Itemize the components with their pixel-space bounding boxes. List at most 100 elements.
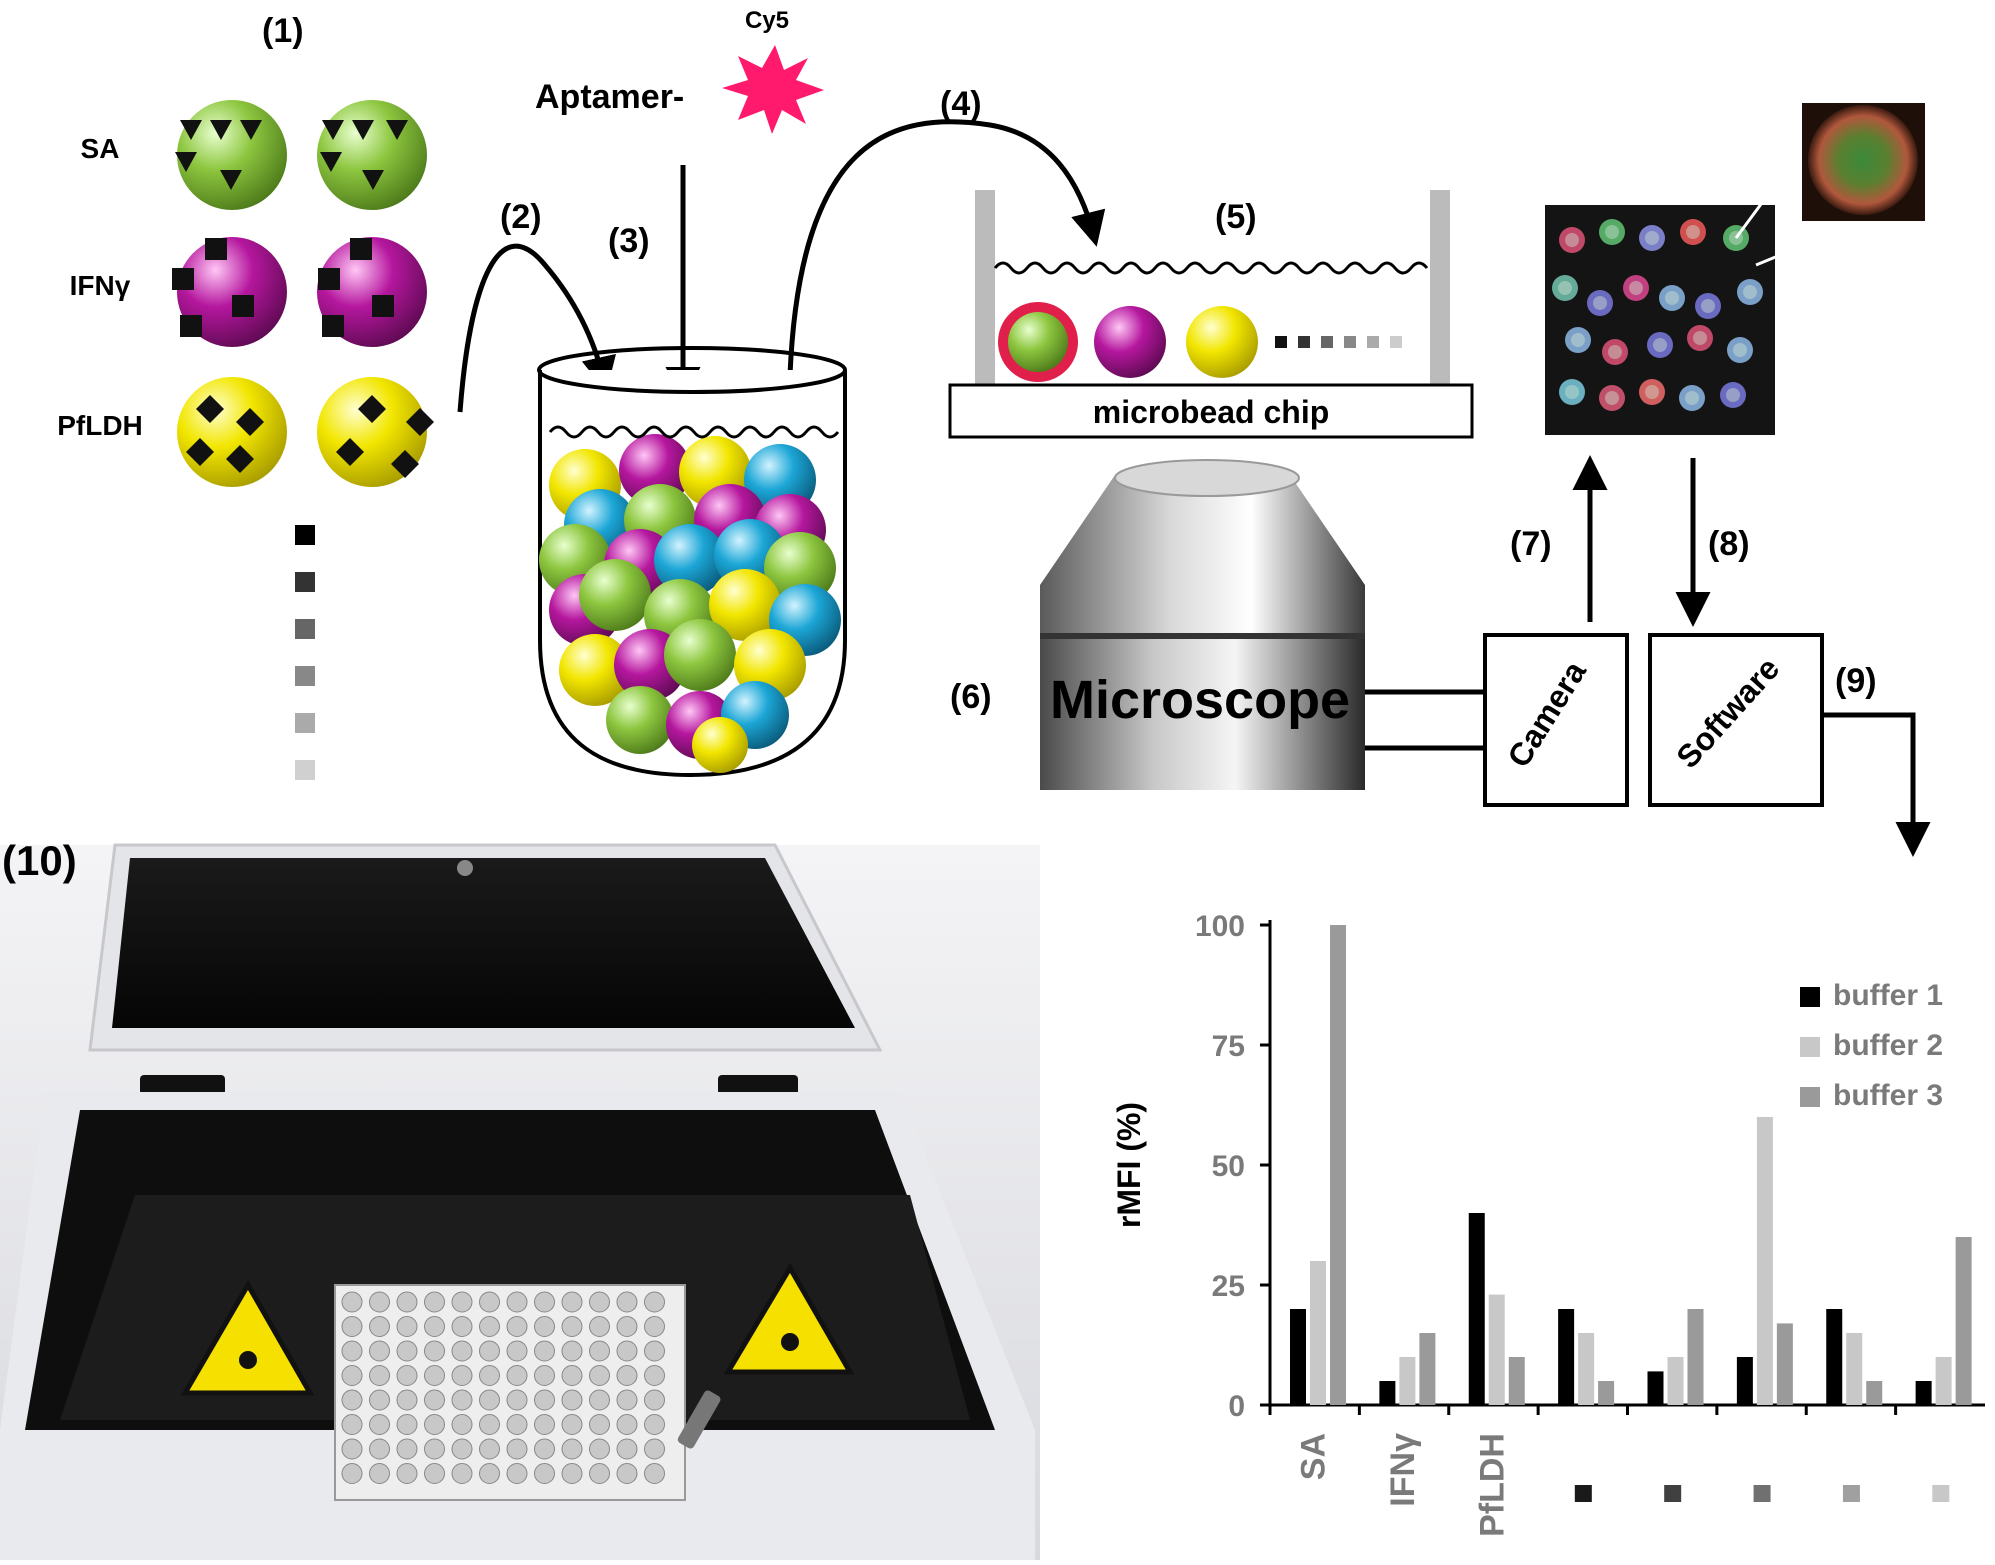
microplate-well (562, 1317, 582, 1337)
microplate-well (342, 1366, 362, 1386)
microplate-well (507, 1317, 527, 1337)
microplate-well (617, 1317, 637, 1337)
microplate-well (590, 1390, 610, 1410)
bead-label-pfldh: PfLDH (57, 410, 143, 441)
microplate-well (370, 1366, 390, 1386)
x-tick-swatch (1843, 1485, 1860, 1502)
microplate-well (370, 1341, 390, 1361)
zoomed-bead-inset (1808, 105, 1918, 215)
microplate-well (535, 1292, 555, 1312)
microplate-well (507, 1415, 527, 1435)
sa-bead-2 (317, 100, 427, 210)
microplate-well (397, 1464, 417, 1484)
microplate-well (452, 1439, 472, 1459)
microplate-well (397, 1366, 417, 1386)
microplate-well (562, 1292, 582, 1312)
step-7-label: (7) (1510, 525, 1552, 563)
microplate-well (397, 1292, 417, 1312)
chart-y-axis-label: rMFI (%) (1111, 1102, 1147, 1228)
microplate-well (342, 1415, 362, 1435)
microplate-well (507, 1366, 527, 1386)
microplate-well (617, 1464, 637, 1484)
chart-y-ticks: 0255075100 (1195, 910, 1270, 1423)
step-9-label: (9) (1835, 662, 1877, 700)
microplate-well (452, 1390, 472, 1410)
microplate-well (645, 1415, 665, 1435)
rmfi-bar-chart: rMFI (%) 0255075100 SAIFNγPfLDH buffer 1… (1111, 910, 1985, 1537)
microplate-well (370, 1317, 390, 1337)
bar-buffer-3-4 (1688, 1309, 1704, 1405)
pfldh-bead-1 (177, 377, 287, 487)
microplate-well (342, 1317, 362, 1337)
microplate-well (645, 1341, 665, 1361)
bead-label-ifng: IFNγ (70, 270, 131, 301)
microplate-well (590, 1341, 610, 1361)
legend-label: buffer 3 (1833, 1079, 1943, 1112)
step-2-label: (2) (500, 198, 542, 236)
legend-swatch (1800, 987, 1820, 1007)
y-tick-label: 25 (1212, 1270, 1245, 1303)
bead-label-sa: SA (81, 133, 120, 164)
microplate-well (507, 1464, 527, 1484)
microplate-well (617, 1390, 637, 1410)
bar-buffer-2-4 (1668, 1357, 1684, 1405)
bar-buffer-3-6 (1866, 1381, 1882, 1405)
microplate-well (590, 1464, 610, 1484)
bar-buffer-3-1 (1419, 1333, 1435, 1405)
microplate-well (452, 1415, 472, 1435)
step-5-label: (5) (1215, 198, 1257, 236)
microplate-well (370, 1292, 390, 1312)
microplate-well (645, 1439, 665, 1459)
bar-buffer-2-3 (1578, 1333, 1594, 1405)
sa-bead-1 (175, 100, 287, 210)
reader-instrument-photo (0, 845, 1040, 1560)
bar-buffer-1-4 (1648, 1371, 1664, 1405)
microplate-well (562, 1390, 582, 1410)
microplate-well (480, 1390, 500, 1410)
microplate-well (562, 1366, 582, 1386)
microplate-well (507, 1341, 527, 1361)
microplate-well (562, 1415, 582, 1435)
microplate-well (480, 1415, 500, 1435)
step-10-label: (10) (2, 837, 77, 884)
bar-buffer-2-7 (1936, 1357, 1952, 1405)
microplate-well (425, 1439, 445, 1459)
legend-label: buffer 1 (1833, 979, 1943, 1012)
step-3-label: (3) (608, 222, 650, 260)
microplate-well (617, 1292, 637, 1312)
bar-buffer-1-0 (1290, 1309, 1306, 1405)
microplate-well (425, 1415, 445, 1435)
microplate (335, 1285, 685, 1500)
bar-buffer-1-2 (1469, 1213, 1485, 1405)
microplate-well (452, 1317, 472, 1337)
bar-buffer-1-1 (1379, 1381, 1395, 1405)
additional-bead-swatches (295, 525, 315, 780)
bar-buffer-3-5 (1777, 1323, 1793, 1405)
microplate-well (397, 1415, 417, 1435)
bar-buffer-1-5 (1737, 1357, 1753, 1405)
microplate-well (645, 1390, 665, 1410)
microplate-well (480, 1366, 500, 1386)
microplate-well (590, 1439, 610, 1459)
microplate-well (370, 1464, 390, 1484)
microplate-well (590, 1292, 610, 1312)
microplate-well (425, 1464, 445, 1484)
x-tick-swatch (1932, 1485, 1949, 1502)
microplate-well (535, 1439, 555, 1459)
cy5-label: Cy5 (745, 7, 789, 34)
y-tick-label: 75 (1212, 1030, 1245, 1063)
microplate-well (425, 1390, 445, 1410)
microplate-well (480, 1341, 500, 1361)
legend-swatch (1800, 1087, 1820, 1107)
bar-buffer-1-7 (1916, 1381, 1932, 1405)
microplate-well (535, 1415, 555, 1435)
microplate-well (370, 1415, 390, 1435)
arrow-9 (1822, 715, 1913, 850)
bar-buffer-3-7 (1956, 1237, 1972, 1405)
microplate-well (535, 1464, 555, 1484)
microplate-well (452, 1341, 472, 1361)
microplate-well (452, 1464, 472, 1484)
microplate-well (535, 1317, 555, 1337)
bar-buffer-1-6 (1826, 1309, 1842, 1405)
